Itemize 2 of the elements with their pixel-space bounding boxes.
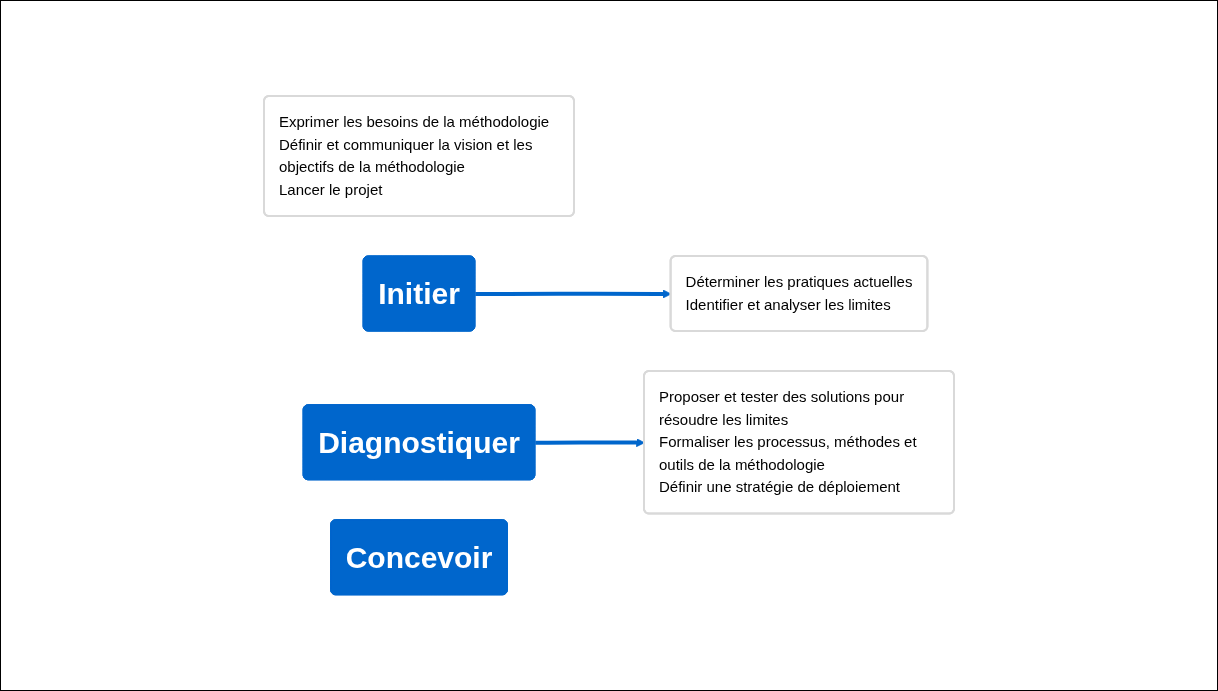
node-text: Exprimer les besoins de la méthodologie Définir et communiquer la vision et les objectifs de la méthodologie Lancer le projet — [279, 113, 550, 198]
arrow — [535, 438, 645, 448]
